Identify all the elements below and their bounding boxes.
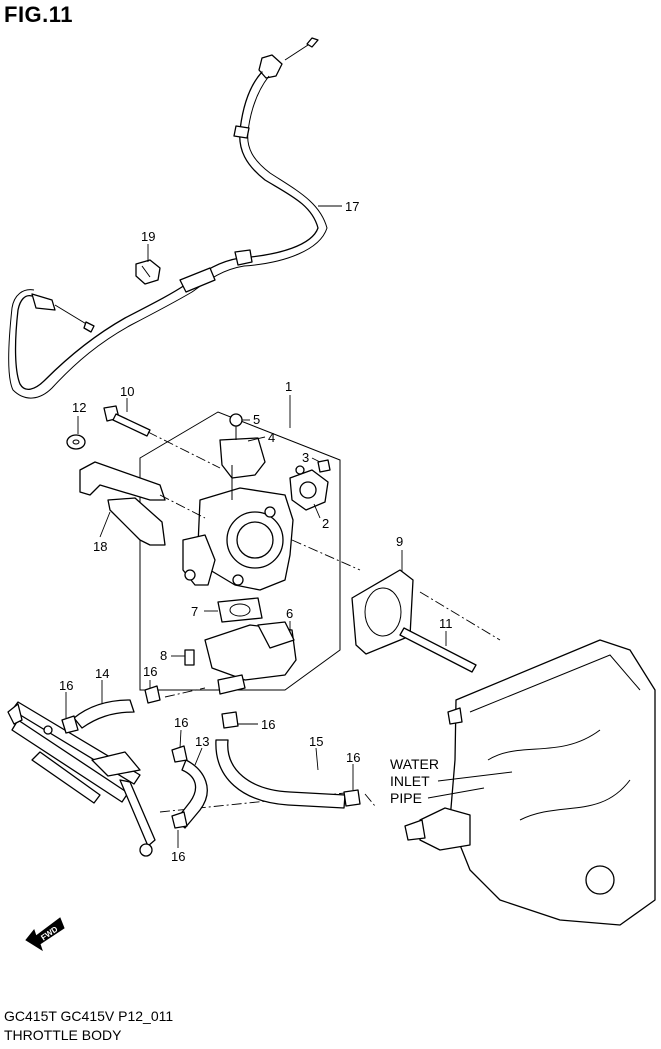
figure-title: FIG.11 [4,2,74,27]
svg-text:18: 18 [93,539,107,554]
svg-text:12: 12 [72,400,86,415]
water-inlet-pipe-note: WATER INLET PIPE [390,756,513,806]
callout-6: 6 [286,606,293,632]
svg-text:PIPE: PIPE [390,790,422,806]
callout-7: 7 [191,604,218,619]
svg-text:3: 3 [302,450,309,465]
hose-clamp[interactable] [61,685,361,829]
callout-16-e: 16 [171,830,185,864]
svg-text:16: 16 [59,678,73,693]
callout-4: 4 [247,430,275,445]
callout-3: 3 [302,450,321,465]
svg-text:17: 17 [345,199,359,214]
svg-text:16: 16 [261,717,275,732]
svg-text:11: 11 [439,616,453,631]
cable-clip[interactable] [135,259,161,285]
throttle-body[interactable] [182,487,294,591]
sensor-screw[interactable] [229,413,243,440]
svg-text:9: 9 [396,534,403,549]
washer[interactable] [66,434,86,450]
callout-10: 10 [120,384,134,412]
mounting-bracket[interactable] [79,461,166,546]
callout-16-a: 16 [59,678,73,718]
hose-15[interactable] [215,739,346,809]
valve-gasket[interactable] [217,597,263,623]
svg-text:13: 13 [195,734,209,749]
sensor-unit[interactable] [219,437,266,500]
intake-manifold[interactable] [404,639,656,926]
callout-8: 8 [160,648,185,663]
forward-arrow-icon: FWD [25,917,65,952]
callout-19: 19 [141,229,155,262]
callout-18: 18 [93,511,111,554]
svg-text:7: 7 [191,604,198,619]
callout-13: 13 [194,734,209,766]
bolt-long[interactable] [103,405,151,437]
callout-17: 17 [318,199,359,214]
svg-text:19: 19 [141,229,155,244]
svg-text:4: 4 [268,430,275,445]
callout-16-d: 16 [174,715,188,749]
body-gasket[interactable] [351,569,414,655]
water-pipe-assembly[interactable] [7,701,156,857]
callout-16-c: 16 [238,717,275,732]
stud-bolt[interactable] [399,627,477,673]
bolt-small[interactable] [184,649,195,666]
svg-text:6: 6 [286,606,293,621]
svg-text:8: 8 [160,648,167,663]
hose-14[interactable] [73,699,135,729]
svg-text:10: 10 [120,384,134,399]
callout-16-f: 16 [346,750,360,790]
sensor-screw-small[interactable] [317,459,331,473]
callout-2: 2 [313,503,329,531]
assembly-outline: 1 [139,379,341,691]
callout-14: 14 [95,666,109,704]
svg-text:2: 2 [322,516,329,531]
callout-11: 11 [439,616,453,646]
svg-text:16: 16 [143,664,157,679]
svg-text:WATER: WATER [390,756,439,772]
svg-text:1: 1 [285,379,292,394]
position-sensor[interactable] [289,465,329,511]
svg-text:INLET: INLET [390,773,430,789]
callout-9: 9 [396,534,403,572]
svg-text:16: 16 [346,750,360,765]
svg-text:16: 16 [174,715,188,730]
idle-air-valve[interactable] [204,621,297,695]
callout-12: 12 [72,400,86,434]
svg-text:15: 15 [309,734,323,749]
svg-text:16: 16 [171,849,185,864]
svg-text:5: 5 [253,412,260,427]
callout-16-b: 16 [143,664,157,688]
throttle-cable[interactable] [8,37,328,399]
section-name: THROTTLE BODY [4,1027,122,1043]
model-line: GC415T GC415V P12_011 [4,1008,174,1024]
callout-15: 15 [309,734,323,771]
callout-5: 5 [242,412,260,427]
svg-text:14: 14 [95,666,109,681]
